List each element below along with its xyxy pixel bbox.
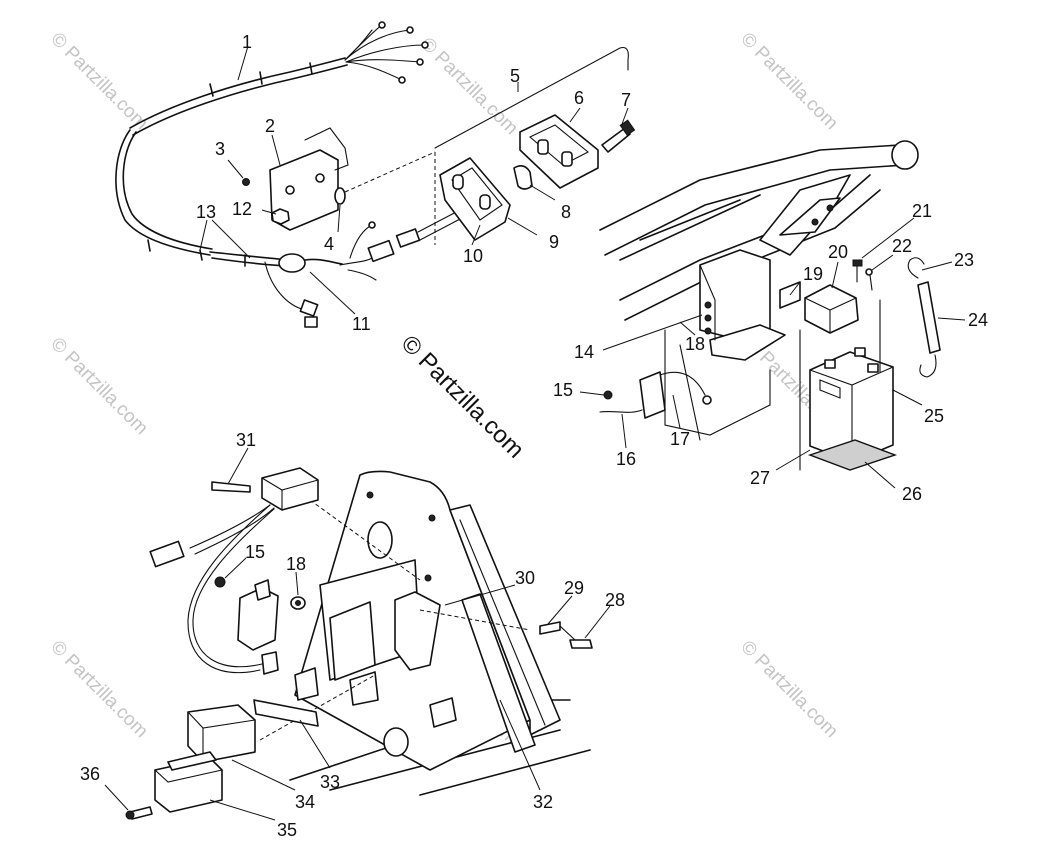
callout-5: 5	[510, 66, 520, 86]
callout-30: 30	[515, 568, 535, 588]
callout-15-bottom: 15	[245, 542, 265, 562]
callout-26: 26	[902, 484, 922, 504]
callout-19: 19	[803, 264, 823, 284]
callout-33: 33	[320, 772, 340, 792]
callout-20: 20	[828, 242, 848, 262]
frame-battery-assembly	[599, 140, 941, 471]
callout-2: 2	[265, 116, 275, 136]
watermark-top-right: © Partzilla.com	[736, 29, 841, 134]
callout-15-right: 15	[553, 380, 573, 400]
callout-28: 28	[605, 590, 625, 610]
callout-4: 4	[324, 234, 334, 254]
callout-23: 23	[954, 250, 974, 270]
callout-22: 22	[892, 236, 912, 256]
callout-17: 17	[670, 429, 690, 449]
callout-8: 8	[561, 202, 571, 222]
watermark-top-left: © Partzilla.com	[46, 29, 151, 134]
callout-9: 9	[549, 232, 559, 252]
harness-assembly	[115, 21, 636, 328]
leader-lines	[104, 45, 966, 821]
callout-3: 3	[215, 139, 225, 159]
callout-24: 24	[968, 310, 988, 330]
watermark-mid-left: © Partzilla.com	[46, 334, 151, 439]
callout-36: 36	[80, 764, 100, 784]
callout-11: 11	[352, 314, 371, 334]
callout-10: 10	[463, 246, 483, 266]
callout-labels: 1 2 3 4 5 6 7 8 9 10 11 12 13 14 15 16 1…	[80, 32, 988, 840]
callout-21: 21	[912, 201, 932, 221]
callout-31: 31	[236, 430, 256, 450]
callout-14: 14	[574, 342, 594, 362]
watermark-bottom-left: © Partzilla.com	[46, 637, 151, 742]
callout-32: 32	[533, 792, 553, 812]
watermark-bottom-right: © Partzilla.com	[736, 637, 841, 742]
callout-16: 16	[616, 449, 636, 469]
watermark-center: © Partzilla.com	[396, 330, 529, 463]
watermark-top-middle: © Partzilla.com	[416, 34, 521, 139]
callout-34: 34	[295, 792, 315, 812]
console-assembly	[125, 467, 593, 820]
callout-7: 7	[621, 90, 631, 110]
callout-25: 25	[924, 406, 944, 426]
callout-13: 13	[196, 202, 216, 222]
callout-6: 6	[574, 88, 584, 108]
callout-1: 1	[242, 32, 252, 52]
callout-27: 27	[750, 468, 770, 488]
callout-18-bottom: 18	[286, 554, 306, 574]
callout-35: 35	[277, 820, 297, 840]
callout-29: 29	[564, 578, 584, 598]
callout-12: 12	[232, 199, 252, 219]
callout-18-right: 18	[685, 334, 705, 354]
